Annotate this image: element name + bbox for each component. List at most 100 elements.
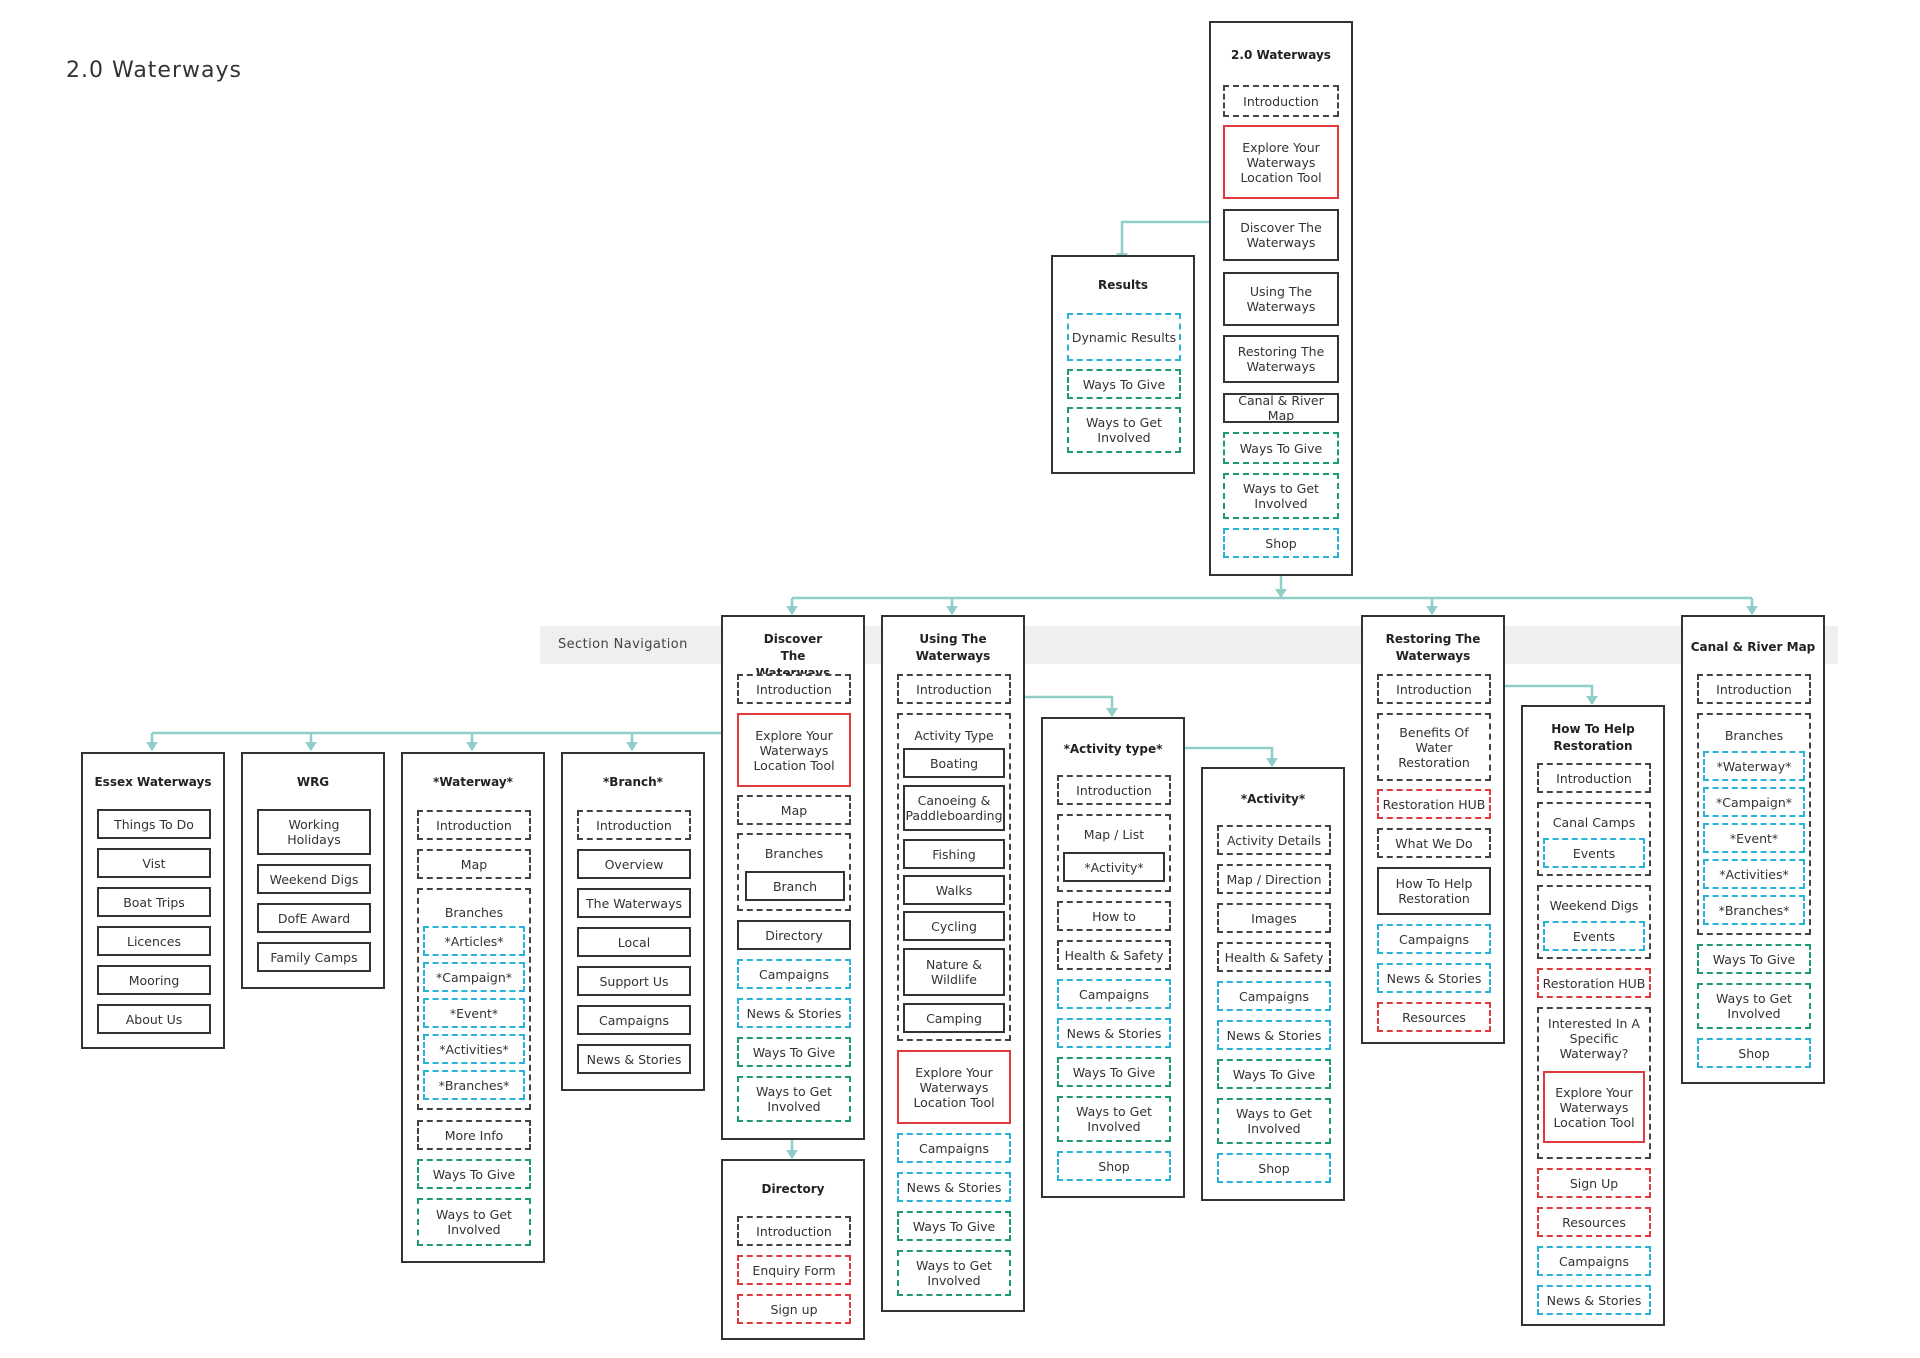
nav-item[interactable]: Images [1217,903,1331,933]
nav-item[interactable]: Shop [1057,1151,1171,1181]
nav-item[interactable]: *Branches* [1703,895,1805,925]
nav-item[interactable]: Campaigns [737,959,851,989]
nav-item[interactable]: News & Stories [897,1172,1011,1202]
nav-item[interactable]: Map [417,849,531,879]
nav-item[interactable]: How to [1057,901,1171,931]
nav-group-canal-camps[interactable]: Canal Camps Events [1537,802,1651,876]
nav-item[interactable]: Ways to Get Involved [417,1198,531,1246]
nav-item[interactable]: Map / Direction [1217,864,1331,894]
nav-item[interactable]: The Waterways [577,888,691,918]
nav-item[interactable]: Ways To Give [417,1159,531,1189]
nav-group-activity-type[interactable]: Activity Type Boating Canoeing & Paddleb… [897,713,1011,1041]
nav-item[interactable]: Introduction [1697,674,1811,704]
nav-item[interactable]: News & Stories [577,1044,691,1074]
nav-item[interactable]: Campaigns [577,1005,691,1035]
nav-item-dynamic-results[interactable]: Dynamic Results [1067,313,1181,361]
nav-item[interactable]: What We Do [1377,828,1491,858]
nav-item[interactable]: Health & Safety [1217,942,1331,972]
nav-item-location-tool[interactable]: Explore Your Waterways Location Tool [897,1050,1011,1124]
nav-item[interactable]: *Branches* [423,1070,525,1100]
nav-item-introduction[interactable]: Introduction [1223,85,1339,117]
nav-item[interactable]: Campaigns [1377,924,1491,954]
nav-item[interactable]: Introduction [577,810,691,840]
nav-item[interactable]: Shop [1697,1038,1811,1068]
nav-item[interactable]: Events [1543,921,1645,951]
nav-item-ways-to-get-involved[interactable]: Ways to Get Involved [1067,407,1181,453]
nav-item[interactable]: Overview [577,849,691,879]
nav-item[interactable]: Ways to Get Involved [897,1250,1011,1296]
nav-item-location-tool[interactable]: Explore Your Waterways Location Tool [1223,125,1339,199]
nav-item[interactable]: Resources [1377,1002,1491,1032]
nav-item[interactable]: Resources [1537,1207,1651,1237]
nav-group-weekend-digs[interactable]: Weekend Digs Events [1537,885,1651,959]
nav-item[interactable]: Ways to Get Involved [737,1076,851,1122]
nav-item[interactable]: Ways To Give [1057,1057,1171,1087]
nav-item-canal-river-map[interactable]: Canal & River Map [1223,393,1339,423]
nav-item[interactable]: Boating [903,748,1005,778]
nav-item[interactable]: Introduction [737,1216,851,1246]
nav-item[interactable]: Fishing [903,839,1005,869]
nav-item-shop[interactable]: Shop [1223,528,1339,558]
nav-item[interactable]: *Activities* [1703,859,1805,889]
nav-item[interactable]: Campaigns [1217,981,1331,1011]
nav-item-discover[interactable]: Discover The Waterways [1223,209,1339,261]
nav-item[interactable]: Campaigns [1057,979,1171,1009]
nav-group-map-list[interactable]: Map / List *Activity* [1057,814,1171,892]
nav-item[interactable]: Introduction [737,674,851,704]
nav-item[interactable]: Introduction [1377,674,1491,704]
nav-item[interactable]: Restoration HUB [1537,968,1651,998]
nav-item[interactable]: Introduction [897,674,1011,704]
nav-item[interactable]: *Event* [423,998,525,1028]
nav-item[interactable]: Sign Up [1537,1168,1651,1198]
nav-item-using[interactable]: Using The Waterways [1223,272,1339,326]
nav-item[interactable]: Camping [903,1003,1005,1033]
nav-item[interactable]: Local [577,927,691,957]
nav-item-ways-to-give[interactable]: Ways To Give [1067,369,1181,399]
nav-item[interactable]: *Campaign* [1703,787,1805,817]
nav-item[interactable]: Branch [745,871,845,901]
nav-group-branches[interactable]: Branches *Articles* *Campaign* *Event* *… [417,888,531,1110]
nav-item[interactable]: Benefits Of Water Restoration [1377,713,1491,781]
nav-group-branches[interactable]: Branches Branch [737,833,851,911]
nav-item[interactable]: *Event* [1703,823,1805,853]
nav-item[interactable]: *Articles* [423,926,525,956]
nav-item[interactable]: Walks [903,875,1005,905]
nav-item[interactable]: Ways to Get Involved [1697,983,1811,1029]
nav-item[interactable]: Family Camps [257,942,371,972]
nav-item[interactable]: Introduction [417,810,531,840]
nav-item[interactable]: Introduction [1057,775,1171,805]
nav-item[interactable]: Introduction [1537,763,1651,793]
nav-item-location-tool[interactable]: Explore Your Waterways Location Tool [737,713,851,787]
nav-item[interactable]: *Campaign* [423,962,525,992]
nav-item-location-tool[interactable]: Explore Your Waterways Location Tool [1543,1071,1645,1143]
nav-item-ways-to-give[interactable]: Ways To Give [1223,432,1339,464]
nav-item[interactable]: Restoration HUB [1377,789,1491,819]
nav-item[interactable]: Directory [737,920,851,950]
nav-item[interactable]: Cycling [903,911,1005,941]
nav-item[interactable]: *Activity* [1063,852,1165,882]
nav-item[interactable]: Ways To Give [1217,1059,1331,1089]
nav-item[interactable]: News & Stories [1057,1018,1171,1048]
nav-item[interactable]: Campaigns [897,1133,1011,1163]
nav-item[interactable]: Mooring [97,965,211,995]
nav-item[interactable]: Activity Details [1217,825,1331,855]
nav-item[interactable]: *Activities* [423,1034,525,1064]
nav-item[interactable]: Map [737,795,851,825]
nav-item[interactable]: Support Us [577,966,691,996]
nav-item[interactable]: Ways To Give [897,1211,1011,1241]
nav-item[interactable]: News & Stories [1217,1020,1331,1050]
nav-item[interactable]: Ways to Get Involved [1217,1098,1331,1144]
nav-item[interactable]: Shop [1217,1153,1331,1183]
nav-item[interactable]: Sign up [737,1294,851,1324]
nav-item[interactable]: Vist [97,848,211,878]
nav-item[interactable]: How To Help Restoration [1377,867,1491,915]
nav-item-restoring[interactable]: Restoring The Waterways [1223,335,1339,383]
nav-item[interactable]: Licences [97,926,211,956]
nav-item[interactable]: Nature & Wildlife [903,948,1005,996]
nav-item[interactable]: Events [1543,838,1645,868]
nav-item[interactable]: Ways To Give [737,1037,851,1067]
nav-item[interactable]: Ways to Get Involved [1057,1096,1171,1142]
nav-item[interactable]: News & Stories [737,998,851,1028]
nav-item[interactable]: Campaigns [1537,1246,1651,1276]
nav-item[interactable]: About Us [97,1004,211,1034]
